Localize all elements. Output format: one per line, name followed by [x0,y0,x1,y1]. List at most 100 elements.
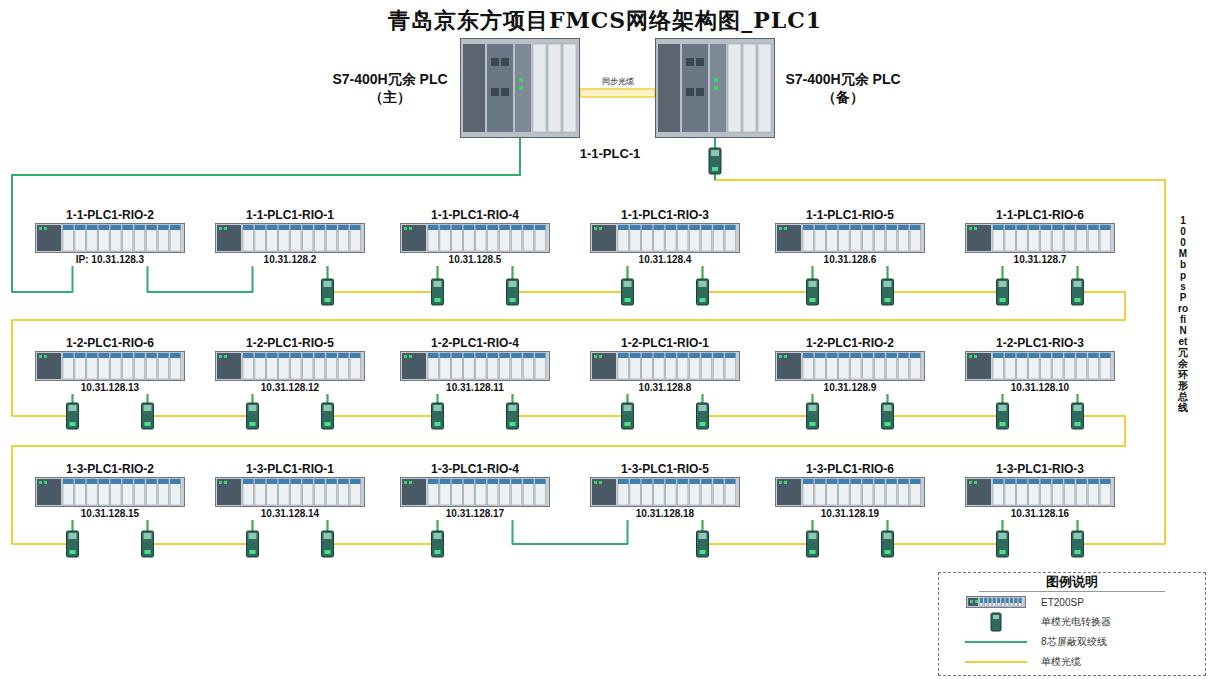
et200sp-icon [35,477,185,507]
wire-part [807,403,819,429]
wire-part [1072,531,1084,557]
station-name: 1-3-PLC1-RIO-2 [35,462,185,477]
wire-part [999,281,1007,287]
wire-part [247,403,259,429]
ip-address: 10.31.128.5 [400,253,550,266]
rio-station: 1-2-PLC1-RIO-310.31.128.10 [965,336,1115,394]
rio-station: 1-1-PLC1-RIO-310.31.128.4 [590,208,740,266]
media-converter [142,403,154,429]
wire-part [12,266,1125,416]
media-converter [997,279,1009,305]
rio-device [590,477,740,507]
wire-part [1074,281,1082,287]
rio-device [35,477,185,507]
network-link [513,266,628,292]
rio-station: 1-1-PLC1-RIO-2IP: 10.31.128.3 [35,208,185,266]
media-converter [807,403,819,429]
media-converter [882,531,894,557]
wire-part [807,531,819,557]
wire-part [432,403,444,429]
ip-address: 10.31.128.2 [215,253,365,266]
s7-400h-rack [460,38,580,138]
et200sp-icon [215,223,365,253]
wire-part [882,279,894,305]
et200sp-icon [400,351,550,381]
rio-station: 1-3-PLC1-RIO-610.31.128.19 [775,462,925,520]
wire-part [885,422,891,426]
plc-station: S7-400H冗余 PLC（备） [655,38,903,138]
et200sp-icon [35,223,185,253]
wire-part [67,403,79,429]
wire-part [580,89,655,97]
wire-part [250,422,256,426]
media-converter [1072,279,1084,305]
media-converter [622,403,634,429]
wire-part [69,533,77,539]
et200sp-icon [590,477,740,507]
media-converter [807,531,819,557]
wire-part [999,405,1007,411]
media-converter [709,148,721,174]
wire-part [145,550,151,554]
wire-part [809,281,817,287]
media-converter [322,279,334,305]
rio-device [965,223,1115,253]
et200sp-icon [215,477,365,507]
wire-part [1075,298,1081,302]
station-name: 1-1-PLC1-RIO-5 [775,208,925,223]
et200sp-sample [961,592,1031,612]
media-converter [882,403,894,429]
wire-part [885,298,891,302]
wire-part [148,394,253,416]
wire-part [69,405,77,411]
station-name: 1-3-PLC1-RIO-6 [775,462,925,477]
et200sp-icon [965,351,1115,381]
wire-part [700,298,706,302]
wire-part [809,405,817,411]
media-converter [67,531,79,557]
wire-part [997,531,1009,557]
wire-part [1074,405,1082,411]
wire-part [432,531,444,557]
wire-part [884,405,892,411]
wire-part [434,533,442,539]
wire-part [697,279,709,305]
legend-row: 单模光缆 [939,652,1205,672]
network-link [148,394,253,416]
station-name: 1-3-PLC1-RIO-5 [590,462,740,477]
wire-part [325,422,331,426]
plc-device [460,38,580,138]
wire-part [324,281,332,287]
rio-device [965,351,1115,381]
wire-part [507,403,519,429]
rio-station: 1-2-PLC1-RIO-610.31.128.13 [35,336,185,394]
rio-station: 1-1-PLC1-RIO-410.31.128.5 [400,208,550,266]
network-link [513,520,628,544]
et200sp-icon [590,223,740,253]
wire-part [67,531,79,557]
ip-address: 10.31.128.6 [775,253,925,266]
rio-station: 1-1-PLC1-RIO-610.31.128.7 [965,208,1115,266]
network-link [328,394,438,416]
wire-part [509,281,517,287]
wire-part [510,298,516,302]
legend-sample [961,632,1031,652]
station-name: 1-3-PLC1-RIO-3 [965,462,1115,477]
ip-address: 10.31.128.9 [775,381,925,394]
wire-part [712,167,718,171]
et200sp-icon [590,351,740,381]
et200sp-icon [775,477,925,507]
media-converter [697,403,709,429]
et200sp-icon [400,477,550,507]
rio-device [400,351,550,381]
network-link [12,394,1125,544]
et200sp-icon [775,223,925,253]
network-link [703,266,813,292]
wire-part [1000,422,1006,426]
network-link [328,520,438,544]
wire-part [884,533,892,539]
rio-device [590,223,740,253]
network-link [513,394,628,416]
wire-part [144,405,152,411]
network-link [703,520,813,544]
